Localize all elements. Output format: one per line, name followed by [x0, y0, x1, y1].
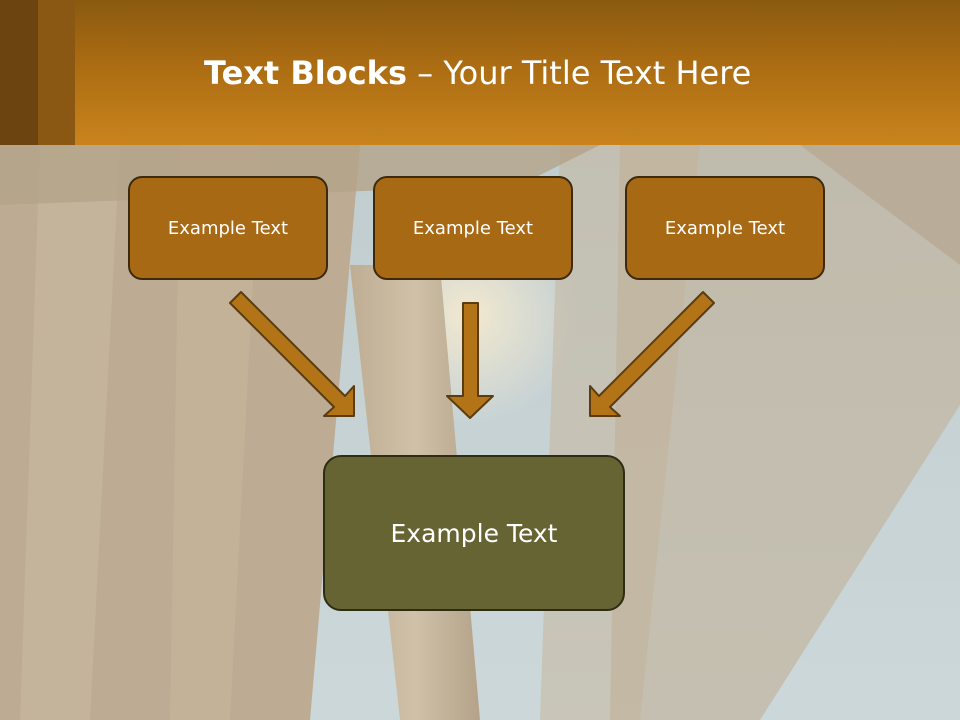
text-block-1[interactable]: Example Text	[128, 176, 328, 280]
text-block-2[interactable]: Example Text	[373, 176, 573, 280]
title-bar: Text Blocks – Your Title Text Here	[0, 0, 960, 145]
title-bold: Text Blocks	[204, 54, 407, 92]
text-block-1-label: Example Text	[167, 217, 289, 239]
text-block-3[interactable]: Example Text	[625, 176, 825, 280]
header-accent-medium	[38, 0, 75, 145]
title-rest: – Your Title Text Here	[407, 54, 752, 92]
header-accent-dark	[0, 0, 38, 145]
slide-title: Text Blocks – Your Title Text Here	[204, 54, 751, 92]
main-text-block[interactable]: Example Text	[323, 455, 625, 611]
text-block-2-label: Example Text	[412, 217, 534, 239]
text-block-3-label: Example Text	[664, 217, 786, 239]
main-text-block-label: Example Text	[390, 518, 558, 548]
